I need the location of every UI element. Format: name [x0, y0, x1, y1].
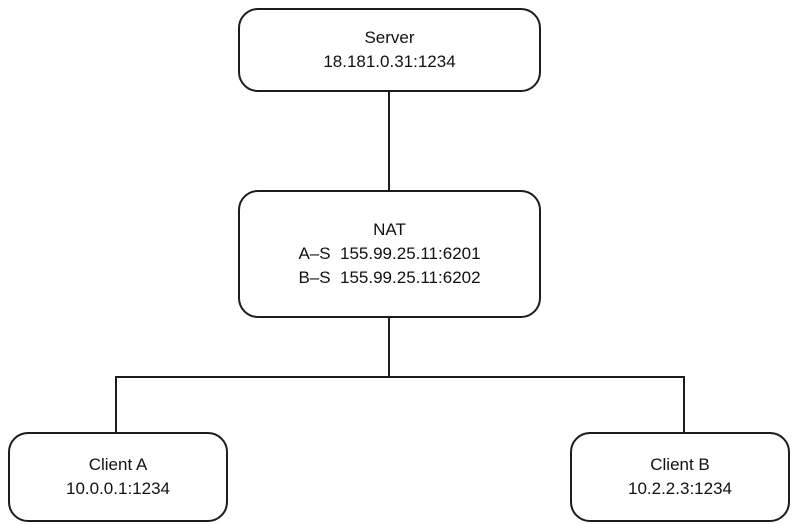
- node-server-title: Server: [364, 28, 415, 47]
- node-client-a: Client A 10.0.0.1:1234: [8, 432, 228, 522]
- node-client-a-title: Client A: [88, 455, 148, 474]
- edge-server-to-nat: [388, 92, 390, 190]
- node-client-b-address: 10.2.2.3:1234: [628, 479, 732, 498]
- node-nat-title: NAT: [373, 220, 406, 239]
- node-server: Server 18.181.0.31:1234: [238, 8, 541, 92]
- node-nat: NAT A–S 155.99.25.11:6201 B–S 155.99.25.…: [238, 190, 541, 318]
- edge-branch-bar: [115, 376, 685, 378]
- node-nat-mapping-b: B–S 155.99.25.11:6202: [298, 268, 481, 287]
- edge-branch-to-client-b: [683, 376, 685, 432]
- node-client-b: Client B 10.2.2.3:1234: [570, 432, 790, 522]
- node-server-address: 18.181.0.31:1234: [323, 52, 456, 71]
- edge-nat-to-branch: [388, 318, 390, 378]
- node-nat-mapping-a: A–S 155.99.25.11:6201: [298, 244, 481, 263]
- edge-branch-to-client-a: [115, 376, 117, 432]
- node-client-b-title: Client B: [650, 455, 710, 474]
- node-client-a-address: 10.0.0.1:1234: [66, 479, 170, 498]
